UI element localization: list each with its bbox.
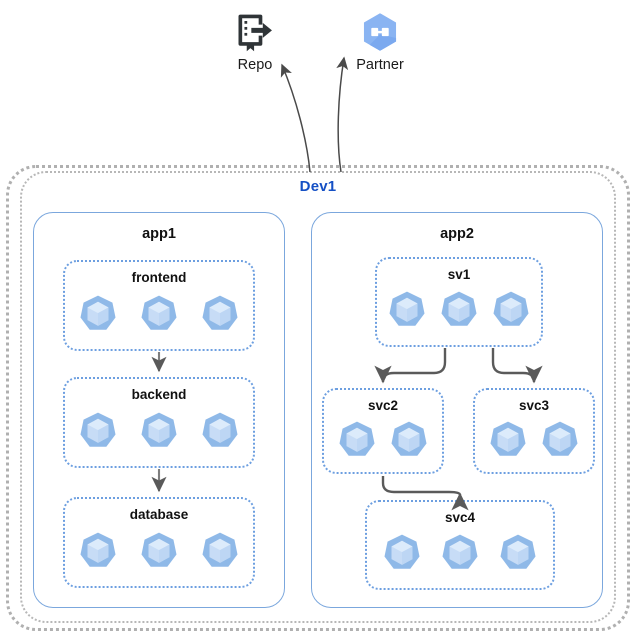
app-box-app2[interactable]: app2 — [311, 212, 603, 608]
app-box-app1[interactable]: app1 — [33, 212, 285, 608]
pod-icon — [391, 421, 427, 456]
edge-dev1-partner — [336, 56, 349, 173]
service-title: frontend — [131, 270, 187, 285]
pod-icon — [490, 421, 526, 456]
edge-dev1-repo — [280, 63, 311, 173]
pod-row — [65, 410, 253, 452]
pod-row — [65, 530, 253, 572]
pod-icon — [542, 421, 578, 456]
pod-icon — [141, 532, 177, 567]
pod-icon — [441, 291, 477, 326]
external-node-label: Partner — [356, 57, 404, 73]
pod-row — [367, 532, 553, 574]
service-box-frontend[interactable]: frontend — [63, 260, 255, 351]
app-title: app2 — [440, 226, 474, 242]
external-node-repo[interactable]: Repo — [210, 10, 300, 74]
pod-icon — [80, 295, 116, 330]
pod-row — [65, 293, 253, 335]
service-title: database — [129, 507, 189, 522]
pod-icon — [141, 412, 177, 447]
cluster-label: Dev1 — [299, 178, 337, 195]
pod-icon — [80, 532, 116, 567]
pod-icon — [202, 295, 238, 330]
service-title: backend — [131, 387, 187, 402]
partner-interconnect-icon — [363, 13, 397, 51]
pod-icon — [442, 534, 478, 569]
service-title: svc2 — [367, 398, 399, 413]
pod-icon — [339, 421, 375, 456]
service-box-database[interactable]: database — [63, 497, 255, 588]
pod-icon — [493, 291, 529, 326]
pod-row — [475, 419, 593, 461]
service-box-backend[interactable]: backend — [63, 377, 255, 468]
pod-row — [377, 289, 541, 331]
service-box-svc3[interactable]: svc3 — [473, 388, 595, 474]
service-box-svc2[interactable]: svc2 — [322, 388, 444, 474]
app-title: app1 — [142, 226, 176, 242]
pod-icon — [500, 534, 536, 569]
pod-icon — [202, 412, 238, 447]
service-box-svc4[interactable]: svc4 — [365, 500, 555, 590]
service-title: svc4 — [444, 510, 476, 525]
service-title: sv1 — [447, 267, 471, 282]
external-node-label: Repo — [237, 57, 273, 73]
pod-icon — [141, 295, 177, 330]
service-box-sv1[interactable]: sv1 — [375, 257, 543, 347]
external-node-partner[interactable]: Partner — [335, 10, 425, 74]
pod-row — [324, 419, 442, 461]
repo-icon — [238, 14, 272, 52]
pod-icon — [202, 532, 238, 567]
service-title: svc3 — [518, 398, 550, 413]
pod-icon — [80, 412, 116, 447]
pod-icon — [384, 534, 420, 569]
cluster-boundary-outer — [6, 165, 630, 631]
pod-icon — [389, 291, 425, 326]
cluster-boundary-inner — [20, 171, 616, 623]
